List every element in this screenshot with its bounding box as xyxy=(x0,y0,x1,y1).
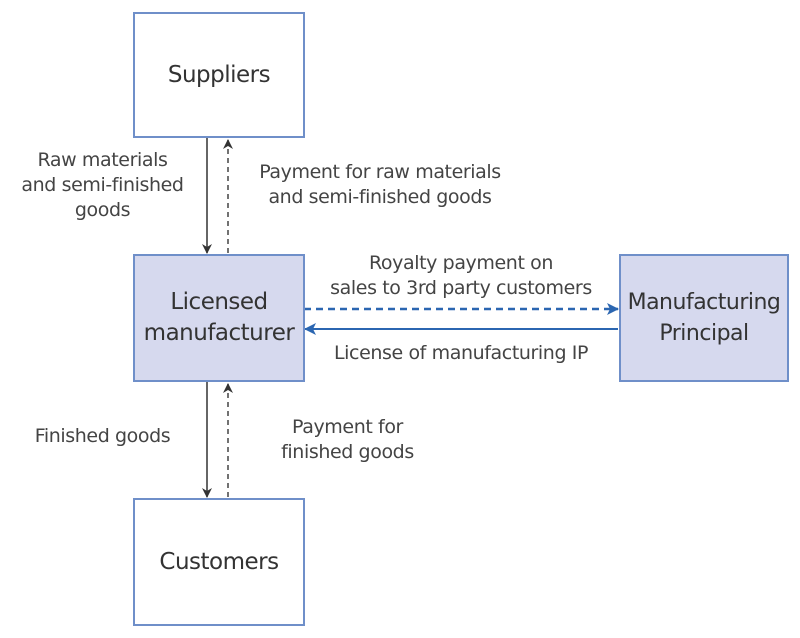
licensed-manufacturer-node: Licensed manufacturer xyxy=(133,254,305,382)
manufacturing-principal-label-line2: Principal xyxy=(659,321,749,346)
finished-goods-text: Finished goods xyxy=(34,425,171,447)
royalty-payment-label: Royalty payment on sales to 3rd party cu… xyxy=(305,251,617,301)
license-ip-label: License of manufacturing IP xyxy=(305,341,617,366)
payment-finished-goods-label: Payment for finished goods xyxy=(265,415,430,465)
suppliers-node: Suppliers xyxy=(133,12,305,138)
licensed-manufacturer-label-line2: manufacturer xyxy=(143,320,295,346)
royalty-payment-line2: sales to 3rd party customers xyxy=(330,277,592,299)
payment-raw-materials-label: Payment for raw materials and semi-finis… xyxy=(240,160,520,210)
payment-finished-goods-line1: Payment for xyxy=(292,416,403,438)
manufacturing-principal-label-line1: Manufacturing xyxy=(627,290,781,315)
finished-goods-label: Finished goods xyxy=(10,424,195,449)
suppliers-label: Suppliers xyxy=(167,61,271,88)
raw-materials-label: Raw materials and semi-finished goods xyxy=(5,148,200,223)
license-ip-text: License of manufacturing IP xyxy=(333,342,589,364)
customers-node: Customers xyxy=(133,498,305,626)
raw-materials-line2: and semi-finished xyxy=(21,174,184,196)
customers-label: Customers xyxy=(159,548,279,575)
manufacturing-principal-node: Manufacturing Principal xyxy=(619,254,789,382)
licensed-manufacturer-label-line1: Licensed xyxy=(170,289,268,315)
raw-materials-line1: Raw materials xyxy=(37,149,168,171)
payment-raw-materials-line1: Payment for raw materials xyxy=(259,161,501,183)
raw-materials-line3: goods xyxy=(74,199,131,221)
royalty-payment-line1: Royalty payment on xyxy=(368,252,553,274)
payment-finished-goods-line2: finished goods xyxy=(281,441,414,463)
payment-raw-materials-line2: and semi-finished goods xyxy=(268,186,492,208)
